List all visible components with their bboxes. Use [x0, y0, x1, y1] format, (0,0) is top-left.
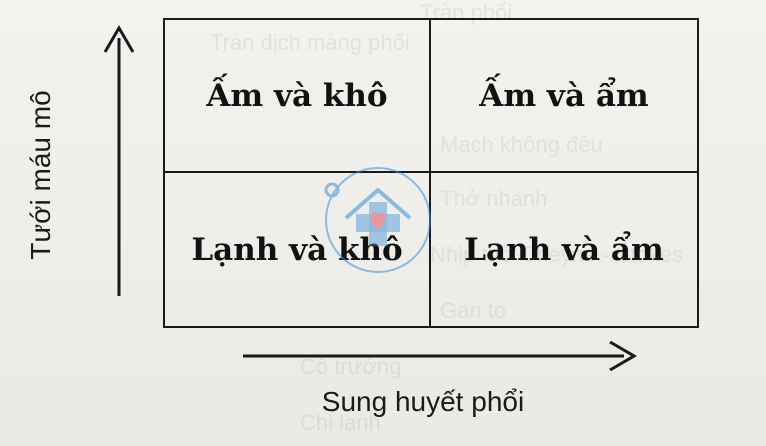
y-axis-arrow-head — [103, 25, 135, 53]
quadrant-label: Ấm và ẩm — [479, 77, 649, 114]
quadrant-cold-dry: Lạnh và khô — [165, 173, 431, 326]
x-axis-label: Sung huyết phổi — [321, 386, 525, 417]
x-axis-arrow-head — [609, 340, 637, 372]
quadrant-grid: Ấm và khô Ấm và ẩm Lạnh và khô Lạnh và ẩ… — [163, 18, 699, 328]
show-through-text: Cổ trướng — [300, 354, 402, 379]
quadrant-warm-dry: Ấm và khô — [165, 20, 431, 173]
quadrant-label: Ấm và khô — [206, 77, 388, 114]
quadrant-label: Lạnh và khô — [191, 231, 403, 268]
y-axis-label: Tưới máu mô — [25, 90, 56, 260]
quadrant-label: Lạnh và ẩm — [464, 231, 664, 268]
quadrant-cold-wet: Lạnh và ẩm — [431, 173, 697, 326]
quadrant-warm-wet: Ấm và ẩm — [431, 20, 697, 173]
